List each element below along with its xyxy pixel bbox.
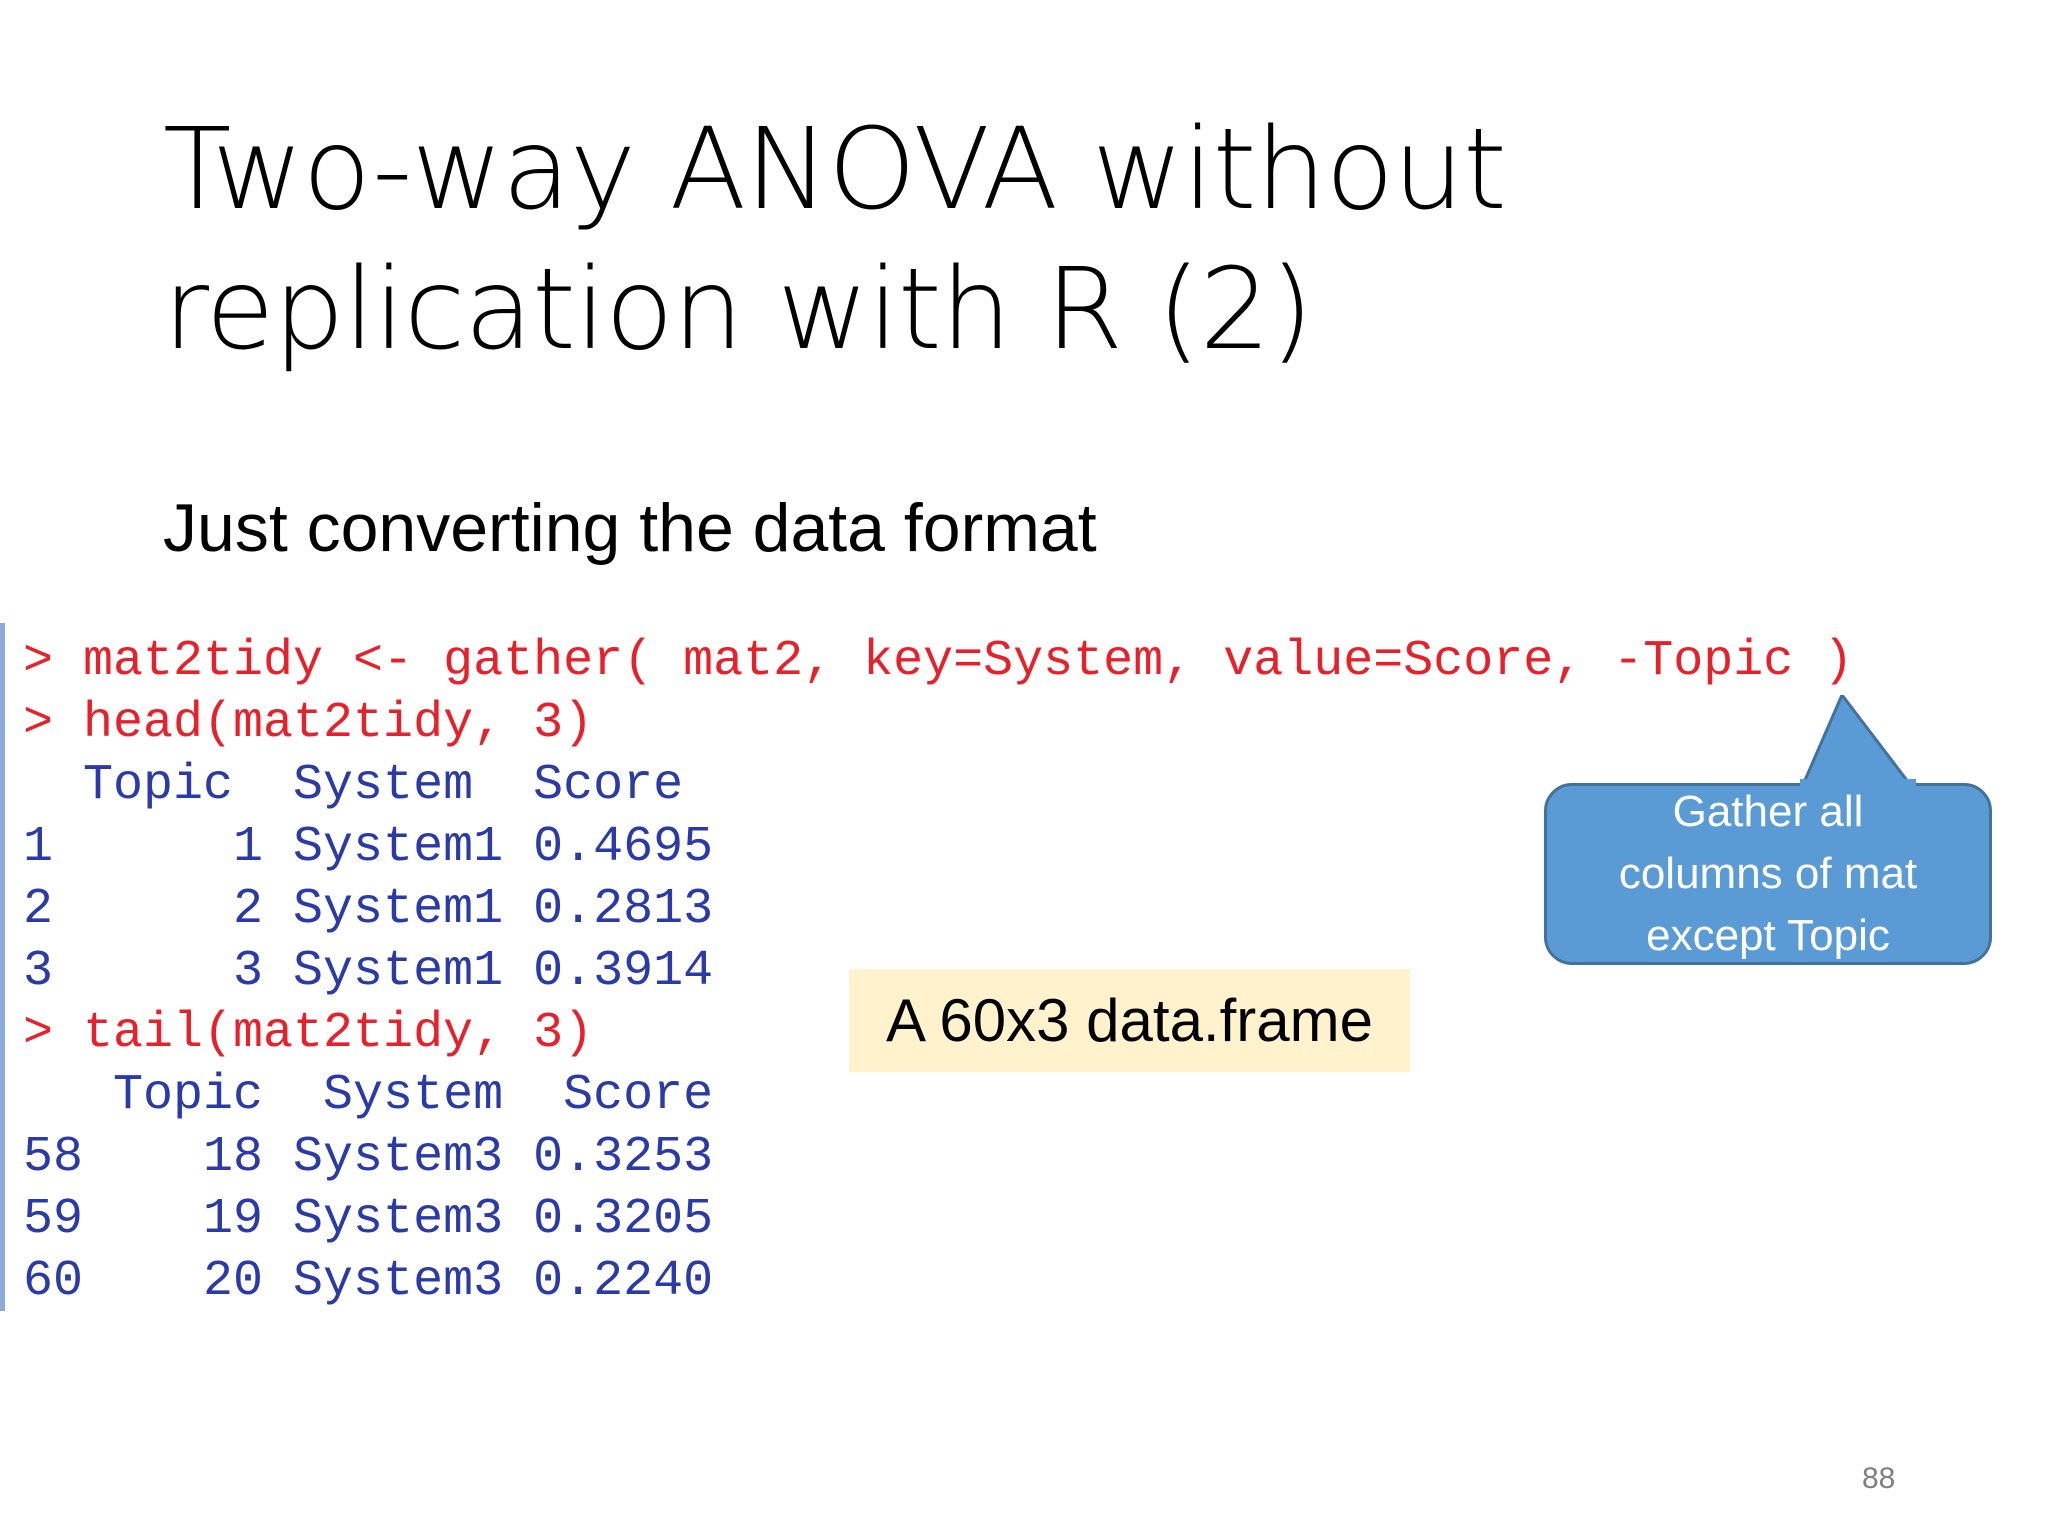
slide-subtitle: Just converting the data format (163, 490, 1097, 566)
console-line-head-row-1: 1 1 System1 0.4695 (23, 819, 714, 876)
console-line-tail-row-60: 60 20 System3 0.2240 (23, 1253, 714, 1310)
callout-line-3: except Topic (1646, 911, 1890, 960)
console-line-tail-row-58: 58 18 System3 0.3253 (23, 1129, 714, 1186)
callout-pointer (1800, 695, 1914, 787)
callout-text: Gather all columns of mat except Topic (1547, 786, 1989, 962)
page-number: 88 (1862, 1462, 1896, 1495)
console-line-head-row-2: 2 2 System1 0.2813 (23, 881, 714, 938)
console-line-tail-command: > tail(mat2tidy, 3) (23, 1005, 594, 1062)
callout-seam (1800, 779, 1916, 789)
dataframe-note: A 60x3 data.frame (849, 969, 1410, 1072)
title-line-2: replication with R (2) (163, 245, 1313, 375)
r-console-output: > mat2tidy <- gather( mat2, key=System, … (0, 623, 1853, 1311)
console-line-head-row-3: 3 3 System1 0.3914 (23, 943, 714, 1000)
console-line-tail-row-59: 59 19 System3 0.3205 (23, 1191, 714, 1248)
title-line-1: Two-way ANOVA without (163, 105, 1507, 235)
console-line-tail-header: Topic System Score (23, 1067, 714, 1124)
callout-line-1: Gather all (1672, 787, 1864, 836)
slide-title: Two-way ANOVA without replication with R… (163, 100, 1863, 380)
console-line-head-command: > head(mat2tidy, 3) (23, 695, 594, 752)
gather-callout: Gather all columns of mat except Topic (1544, 783, 1992, 965)
console-line-gather-command: > mat2tidy <- gather( mat2, key=System, … (23, 633, 1854, 690)
console-line-head-header: Topic System Score (23, 757, 684, 814)
callout-line-2: columns of mat (1618, 849, 1918, 898)
